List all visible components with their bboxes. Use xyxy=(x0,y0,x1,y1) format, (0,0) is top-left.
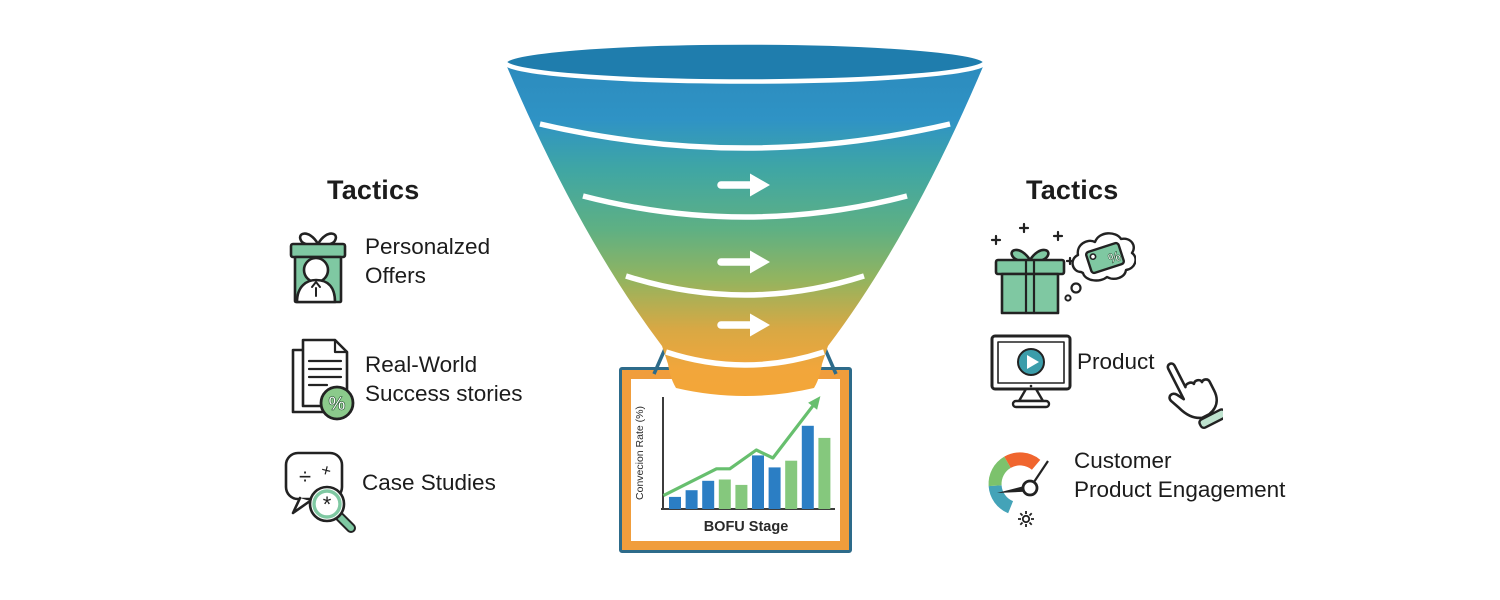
trend-line xyxy=(662,396,821,498)
svg-text:÷: ÷ xyxy=(299,464,311,489)
bar xyxy=(718,479,731,509)
left-item-1-label: Personalzed Offers xyxy=(365,232,490,290)
label-line: Personalzed xyxy=(365,234,491,259)
bar xyxy=(768,467,781,509)
funnel-stage-divider xyxy=(539,121,951,151)
documents-percent-icon: % xyxy=(291,338,355,421)
product-video-monitor-icon xyxy=(990,334,1072,409)
bofu-chart-card: Convecion Rate (%) BOFU Stage xyxy=(619,367,852,553)
funnel-stage-divider xyxy=(625,273,865,298)
bar xyxy=(801,425,814,509)
bar xyxy=(785,460,798,509)
gift-person-icon xyxy=(289,232,347,304)
chart-xlabel: BOFU Stage xyxy=(704,519,789,535)
right-item-3-label: Customer Product Engagement xyxy=(1074,446,1285,504)
left-item-3-label: Case Studies xyxy=(362,468,496,497)
label-line: Success stories xyxy=(365,381,523,406)
svg-text:*: * xyxy=(323,492,332,517)
trend-polyline xyxy=(662,400,818,498)
bar xyxy=(818,437,831,509)
left-item-2-label: Real-World Success stories xyxy=(365,350,523,408)
flow-arrows xyxy=(717,173,770,337)
funnel-stage-divider xyxy=(665,349,825,368)
chart-ylabel: Convecion Rate (%) xyxy=(634,406,646,500)
conversion-chart: Convecion Rate (%) BOFU Stage xyxy=(634,396,835,535)
flow-arrow-icon xyxy=(717,313,770,337)
label-line: Customer xyxy=(1074,448,1172,473)
flow-arrow-icon xyxy=(717,173,770,197)
bofu-chart-card-border: Convecion Rate (%) BOFU Stage xyxy=(622,370,849,550)
svg-text:%: % xyxy=(1106,247,1123,266)
label-line: Offers xyxy=(365,263,426,288)
label-line: Product Engagement xyxy=(1074,477,1286,502)
gift-discount-thought-icon: % xyxy=(990,222,1136,315)
right-item-2-label: Product xyxy=(1077,347,1155,376)
case-study-magnifier-icon: ÷ + * xyxy=(284,451,356,533)
funnel-stage-dividers xyxy=(539,121,951,368)
trend-arrowhead-icon xyxy=(808,396,821,410)
funnel-stage-divider xyxy=(582,193,908,220)
bar xyxy=(669,496,681,509)
label-line: Real-World xyxy=(365,352,478,377)
svg-text:+: + xyxy=(319,460,333,481)
bar xyxy=(685,490,698,509)
funnel-graphic xyxy=(502,40,988,396)
label-line: Case Studies xyxy=(362,470,496,495)
left-panel-title: Tactics xyxy=(327,175,420,205)
funnel-mouth xyxy=(502,40,988,84)
hand-cursor-icon xyxy=(1166,362,1223,429)
funnel-body xyxy=(505,62,985,396)
bar xyxy=(702,480,715,509)
bar-series xyxy=(669,425,831,509)
bar xyxy=(752,455,764,509)
right-panel-title: Tactics xyxy=(1026,175,1119,205)
label-line: Product xyxy=(1077,349,1155,374)
engagement-gauge-icon xyxy=(988,452,1049,527)
bar xyxy=(735,484,748,509)
flow-arrow-icon xyxy=(717,250,770,274)
svg-text:%: % xyxy=(329,394,346,415)
